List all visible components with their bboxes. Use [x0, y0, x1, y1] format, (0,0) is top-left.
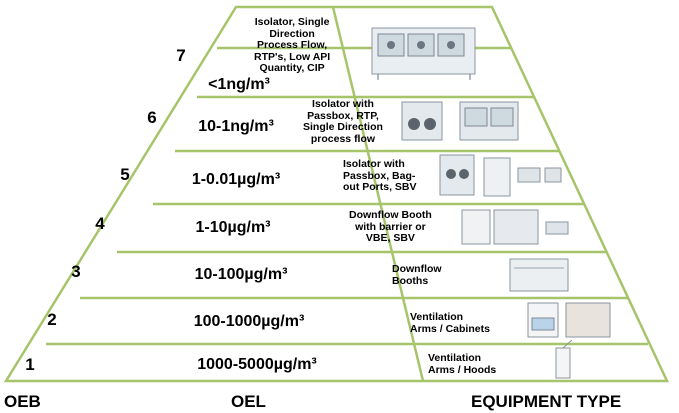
column-divider [331, 6, 425, 382]
oeb-level-3: 3 [71, 262, 81, 281]
equipment-tier7: Isolator, Single Direction Process Flow,… [254, 16, 331, 74]
equipment-tier1: Ventilation Arms / Hoods [428, 352, 497, 376]
equipment-tier4: Downflow Booth with barrier or VBE, SBV [349, 209, 432, 244]
oel-value-tier1: 1000-5000µg/m³ [197, 356, 317, 373]
ventilation-arm-photo-tier1 [555, 339, 573, 379]
oeb-level-4: 4 [95, 214, 105, 233]
isolator-photo-tier5 [439, 154, 562, 197]
oeb-axis-label: OEB [4, 392, 41, 411]
oel-value-tier2: 100-1000µg/m³ [193, 313, 305, 330]
oeb-level-7: 7 [176, 46, 186, 65]
equipment-tier6: Isolator with Passbox, RTP, Single Direc… [303, 98, 383, 145]
oeb-level-1: 1 [25, 355, 35, 374]
equipment-tier5: Isolator with Passbox, Bag- out Ports, S… [343, 158, 417, 193]
oel-value-tier4: 1-10µg/m³ [195, 219, 271, 236]
downflow-booth-photo-tier4 [461, 209, 569, 245]
oeb-level-5: 5 [120, 165, 130, 184]
isolator-photo-tier6a [401, 101, 443, 141]
isolator-photo-tier6b [459, 101, 519, 141]
oel-value-tier7: <1ng/m³ [208, 76, 270, 93]
oel-value-tier6: 10-1ng/m³ [198, 118, 274, 135]
oel-value-tier5: 1-0.01µg/m³ [191, 171, 281, 188]
oel-value-tier3: 10-100µg/m³ [194, 266, 288, 283]
equipment-tier3: Downflow Booths [392, 263, 442, 287]
ventilation-cabinet-photo-tier2 [527, 302, 611, 338]
equipment-type-axis-label: EQUIPMENT TYPE [471, 392, 622, 411]
equipment-tier2: Ventilation Arms / Cabinets [410, 311, 490, 335]
isolator-photo-tier7 [371, 27, 476, 80]
pyramid-outline [3, 5, 669, 383]
oeb-level-6: 6 [147, 108, 157, 127]
oel-axis-label: OEL [231, 392, 266, 411]
downflow-booth-photo-tier3 [509, 258, 569, 292]
oeb-level-2: 2 [47, 310, 57, 329]
